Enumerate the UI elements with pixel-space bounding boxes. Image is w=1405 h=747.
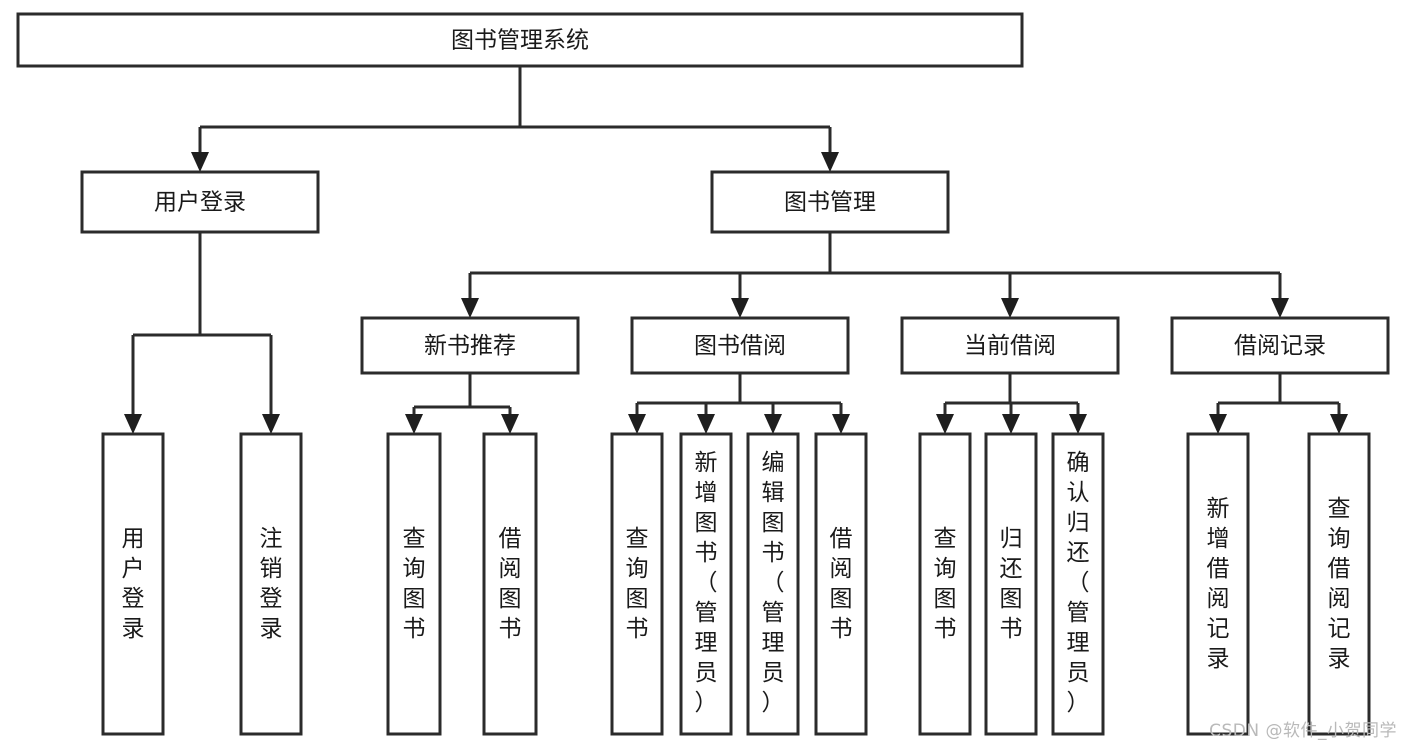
node-leaf-borrow-book-1-label: 借阅图书 — [499, 526, 522, 642]
node-leaf-edit-book[interactable]: 编辑图书（管理员） — [746, 432, 800, 736]
arrow-icon-leaf-add-book — [697, 414, 715, 434]
node-leaf-query-book-2[interactable]: 查询图书 — [610, 432, 664, 736]
node-current-borrow-label: 当前借阅 — [964, 333, 1056, 359]
arrow-icon-book-borrow — [731, 298, 749, 318]
node-borrow-record-label: 借阅记录 — [1234, 333, 1326, 359]
node-leaf-query-book-2-label: 查询图书 — [626, 526, 649, 642]
node-leaf-query-book-2-box[interactable] — [610, 432, 664, 736]
node-leaf-borrow-book-2[interactable]: 借阅图书 — [814, 432, 868, 736]
node-leaf-add-book-box[interactable] — [679, 432, 733, 736]
connectors-layer — [124, 66, 1348, 434]
arrow-icon-current-borrow — [1001, 298, 1019, 318]
node-root-box[interactable] — [16, 12, 1024, 68]
node-leaf-logout-box[interactable] — [239, 432, 303, 736]
node-book-manage-box[interactable] — [710, 170, 950, 234]
node-leaf-query-book-3-box[interactable] — [918, 432, 972, 736]
node-leaf-query-book-1-label: 查询图书 — [403, 526, 426, 642]
node-leaf-return-book-box[interactable] — [984, 432, 1038, 736]
node-leaf-edit-book-box[interactable] — [746, 432, 800, 736]
arrow-icon-leaf-add-record — [1209, 414, 1227, 434]
arrow-icon-leaf-user-login — [124, 414, 142, 434]
node-leaf-borrow-book-1-box[interactable] — [482, 432, 538, 736]
node-leaf-borrow-book-2-box[interactable] — [814, 432, 868, 736]
node-leaf-edit-book-label: 编辑图书（管理员） — [762, 450, 785, 716]
arrow-icon-book-manage — [821, 152, 839, 172]
arrow-icon-leaf-edit-book — [764, 414, 782, 434]
node-leaf-add-record-label: 新增借阅记录 — [1207, 496, 1230, 672]
arrow-icon-leaf-borrow-book-1 — [501, 414, 519, 434]
node-current-borrow[interactable]: 当前借阅 — [900, 316, 1120, 375]
arrow-icon-new-book-rec — [461, 298, 479, 318]
node-leaf-query-record-label: 查询借阅记录 — [1328, 496, 1351, 672]
node-leaf-add-book-label: 新增图书（管理员） — [695, 450, 718, 716]
node-current-borrow-box[interactable] — [900, 316, 1120, 375]
arrow-icon-leaf-logout — [262, 414, 280, 434]
node-leaf-add-record-box[interactable] — [1186, 432, 1250, 736]
node-root[interactable]: 图书管理系统 — [16, 12, 1024, 68]
arrow-icon-leaf-confirm-return — [1069, 414, 1087, 434]
node-book-borrow-box[interactable] — [630, 316, 850, 375]
node-leaf-borrow-book-2-label: 借阅图书 — [830, 526, 853, 642]
node-leaf-return-book[interactable]: 归还图书 — [984, 432, 1038, 736]
node-leaf-add-record[interactable]: 新增借阅记录 — [1186, 432, 1250, 736]
watermark-text: CSDN @软件_小贺同学 — [1209, 721, 1397, 741]
node-borrow-record[interactable]: 借阅记录 — [1170, 316, 1390, 375]
node-leaf-query-book-1[interactable]: 查询图书 — [386, 432, 442, 736]
node-book-manage-label: 图书管理 — [784, 190, 876, 216]
arrow-icon-leaf-query-book-3 — [936, 414, 954, 434]
node-leaf-logout-label: 注销登录 — [260, 526, 283, 642]
node-user-login-box[interactable] — [80, 170, 320, 234]
node-book-borrow[interactable]: 图书借阅 — [630, 316, 850, 375]
node-leaf-borrow-book-1[interactable]: 借阅图书 — [482, 432, 538, 736]
node-leaf-confirm-return-label: 确认归还（管理员） — [1067, 450, 1090, 716]
node-book-manage[interactable]: 图书管理 — [710, 170, 950, 234]
node-new-book-rec-label: 新书推荐 — [424, 333, 516, 359]
node-leaf-query-record[interactable]: 查询借阅记录 — [1307, 432, 1371, 736]
node-user-login[interactable]: 用户登录 — [80, 170, 320, 234]
node-book-borrow-label: 图书借阅 — [694, 333, 786, 359]
node-leaf-query-book-3[interactable]: 查询图书 — [918, 432, 972, 736]
arrow-icon-leaf-return-book — [1002, 414, 1020, 434]
arrow-icon-leaf-query-record — [1330, 414, 1348, 434]
nodes-layer: 图书管理系统用户登录图书管理新书推荐图书借阅当前借阅借阅记录用户登录注销登录查询… — [16, 12, 1390, 736]
node-root-label: 图书管理系统 — [451, 28, 589, 54]
node-new-book-rec[interactable]: 新书推荐 — [360, 316, 580, 375]
node-leaf-user-login-box[interactable] — [101, 432, 165, 736]
node-leaf-return-book-label: 归还图书 — [1000, 526, 1023, 642]
node-leaf-confirm-return[interactable]: 确认归还（管理员） — [1051, 432, 1105, 736]
node-leaf-user-login[interactable]: 用户登录 — [101, 432, 165, 736]
node-leaf-query-book-3-label: 查询图书 — [934, 526, 957, 642]
node-new-book-rec-box[interactable] — [360, 316, 580, 375]
node-user-login-label: 用户登录 — [154, 190, 246, 216]
arrow-icon-leaf-query-book-2 — [628, 414, 646, 434]
node-leaf-logout[interactable]: 注销登录 — [239, 432, 303, 736]
node-leaf-query-book-1-box[interactable] — [386, 432, 442, 736]
node-leaf-add-book[interactable]: 新增图书（管理员） — [679, 432, 733, 736]
node-borrow-record-box[interactable] — [1170, 316, 1390, 375]
arrow-icon-borrow-record — [1271, 298, 1289, 318]
node-leaf-query-record-box[interactable] — [1307, 432, 1371, 736]
arrow-icon-user-login — [191, 152, 209, 172]
arrow-icon-leaf-borrow-book-2 — [832, 414, 850, 434]
arrow-icon-leaf-query-book-1 — [405, 414, 423, 434]
node-leaf-user-login-label: 用户登录 — [122, 526, 145, 642]
node-leaf-confirm-return-box[interactable] — [1051, 432, 1105, 736]
